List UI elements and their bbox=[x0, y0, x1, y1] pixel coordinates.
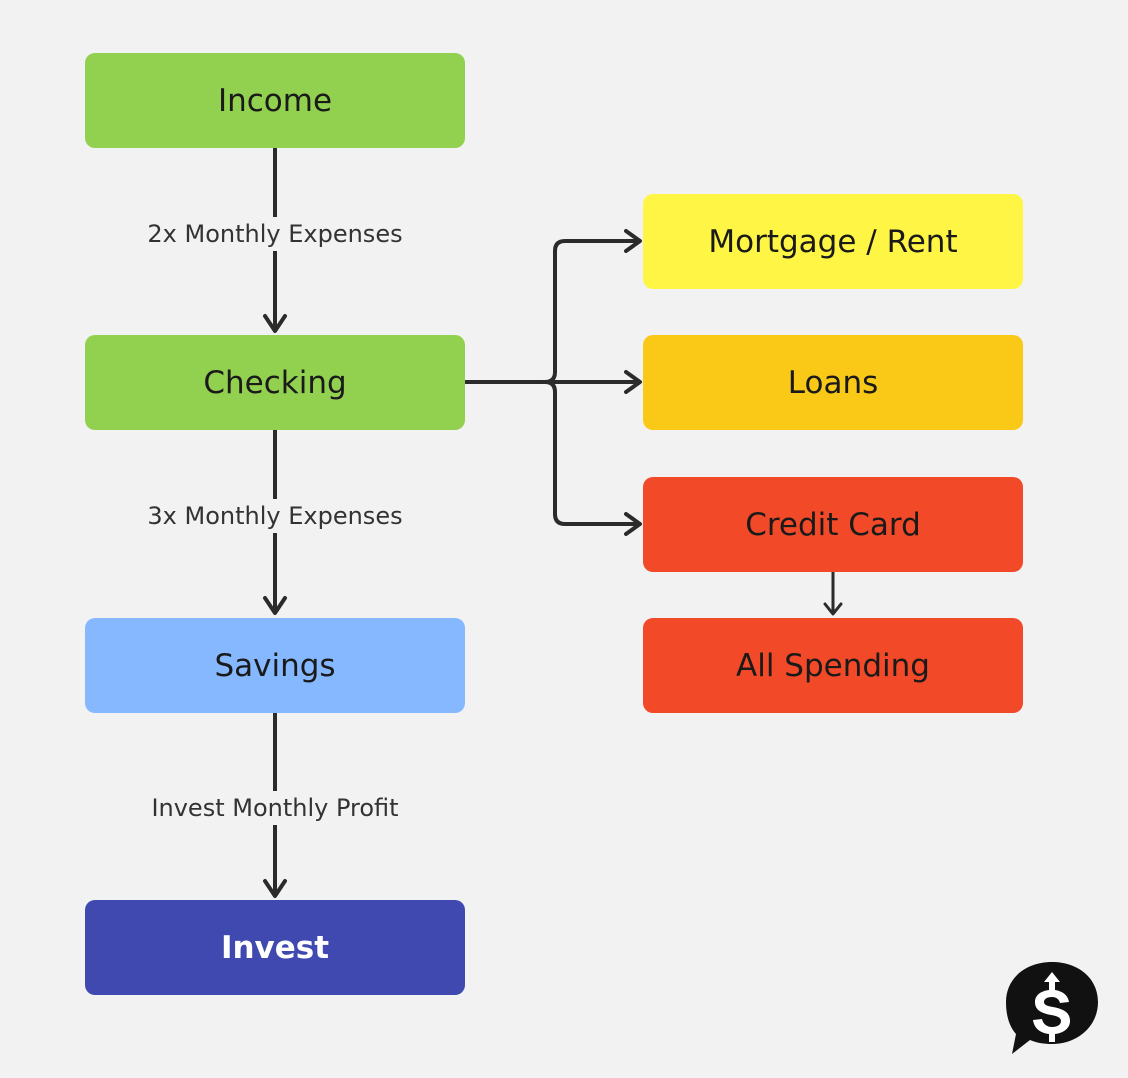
arrowhead-mortgage bbox=[624, 229, 642, 253]
node-checking-label: Checking bbox=[203, 364, 347, 401]
arrowhead-invest bbox=[263, 879, 287, 898]
node-credit-card: Credit Card bbox=[643, 477, 1023, 572]
node-invest: Invest bbox=[85, 900, 465, 995]
node-income-label: Income bbox=[217, 82, 333, 119]
node-income: Income bbox=[85, 53, 465, 148]
node-all-spending: All Spending bbox=[643, 618, 1023, 713]
node-all-spending-label: All Spending bbox=[736, 647, 930, 684]
node-credit-card-label: Credit Card bbox=[745, 506, 921, 543]
arrowhead-all-spending bbox=[823, 602, 843, 616]
connector-branch-mortgage bbox=[543, 239, 640, 384]
node-loans-label: Loans bbox=[787, 364, 879, 401]
node-savings-label: Savings bbox=[214, 647, 336, 684]
arrowhead-savings bbox=[263, 596, 287, 615]
node-checking: Checking bbox=[85, 335, 465, 430]
node-mortgage-label: Mortgage / Rent bbox=[708, 223, 958, 260]
dollar-speech-bubble-icon bbox=[1006, 962, 1098, 1054]
arrowhead-checking bbox=[263, 314, 287, 333]
node-invest-label: Invest bbox=[220, 929, 330, 966]
node-loans: Loans bbox=[643, 335, 1023, 430]
node-savings: Savings bbox=[85, 618, 465, 713]
edge-label-savings-invest: Invest Monthly Profit bbox=[85, 791, 465, 825]
edge-label-income-checking: 2x Monthly Expenses bbox=[85, 217, 465, 251]
edge-label-checking-savings: 3x Monthly Expenses bbox=[85, 499, 465, 533]
arrowhead-loans bbox=[624, 370, 642, 394]
arrowhead-credit bbox=[624, 512, 642, 536]
node-mortgage: Mortgage / Rent bbox=[643, 194, 1023, 289]
connector-branch-credit bbox=[543, 380, 640, 526]
